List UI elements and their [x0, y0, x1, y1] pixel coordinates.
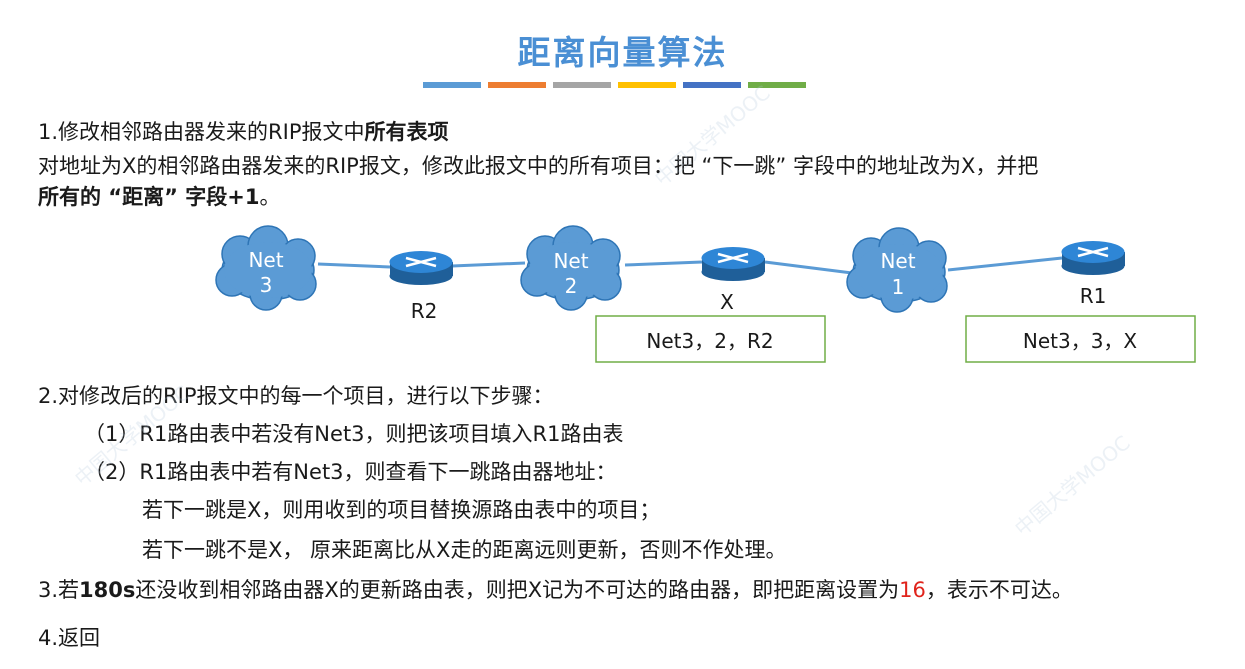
link-net2-x [624, 260, 703, 267]
routing-entry-r1-text: Net3，3，X [1023, 329, 1138, 353]
step-1-bold: 所有表项 [364, 120, 449, 144]
cloud-net3-icon [215, 225, 317, 311]
step-3-suffix: ，表示不可达。 [925, 578, 1073, 602]
step-2-sub-2-case-a: 若下一跳是X，则用收到的项目替换源路由表中的项目； [142, 498, 661, 522]
step-3-prefix: 3.若 [38, 578, 80, 602]
step-2-heading: 2.对修改后的RIP报文中的每一个项目，进行以下步骤： [38, 384, 554, 408]
step-1-detail-cont: 所有的 “距离” 字段+1。 [38, 181, 280, 211]
net1-label-line1: Net [880, 249, 915, 273]
title-underline-bars [423, 82, 806, 88]
title-bar [618, 82, 676, 88]
step-3-unreachable-value: 16 [899, 578, 926, 602]
title-bar [748, 82, 806, 88]
routing-entry-box-r1 [965, 315, 1196, 363]
router-r2-icon [389, 251, 453, 285]
step-1-heading: 1.修改相邻路由器发来的RIP报文中所有表项 [38, 116, 448, 146]
routing-entry-box-x [595, 315, 826, 363]
title-bar [683, 82, 741, 88]
net3-label-line1: Net [248, 248, 283, 272]
step-3-text: 还没收到相邻路由器X的更新路由表，则把X记为不可达的路由器，即把距离设置为 [135, 578, 900, 602]
net2-label-line1: Net [553, 249, 588, 273]
link-net3-r2 [317, 262, 391, 269]
router-x-label: X [720, 290, 734, 314]
router-r1-label: R1 [1080, 284, 1107, 308]
step-2-sub-1: （1）R1路由表中若没有Net3，则把该项目填入R1路由表 [84, 422, 624, 446]
router-r1-icon [1061, 241, 1125, 275]
step-1-text: 1.修改相邻路由器发来的RIP报文中 [38, 120, 365, 144]
step-2-sub-2: （2）R1路由表中若有Net3，则查看下一跳路由器地址： [84, 460, 617, 484]
link-r2-net2 [451, 261, 526, 268]
step-1-bold-distance: 所有的 “距离” 字段+1 [38, 185, 260, 209]
router-x-icon [701, 247, 765, 281]
step-3-line: 3.若180s还没收到相邻路由器X的更新路由表，则把X记为不可达的路由器，即把距… [38, 574, 1073, 604]
cloud-net1-icon [846, 227, 948, 313]
net3-label-line2: 3 [260, 273, 273, 297]
link-net1-r1 [947, 256, 1063, 272]
net2-label-line2: 2 [565, 274, 578, 298]
step-4-line: 4.返回 [38, 626, 101, 650]
routing-entry-x-text: Net3，2，R2 [646, 329, 773, 353]
router-r2-label: R2 [411, 299, 438, 323]
net1-label-line2: 1 [892, 275, 905, 299]
title-bar [553, 82, 611, 88]
step-3-timeout: 180s [79, 578, 136, 602]
link-x-net1 [764, 260, 853, 275]
cloud-net2-icon [520, 225, 622, 311]
title-bar [423, 82, 481, 88]
slide-title: 距离向量算法 [517, 33, 728, 72]
step-1-detail: 对地址为X的相邻路由器发来的RIP报文，修改此报文中的所有项目：把 “下一跳” … [38, 154, 1039, 178]
step-1-suffix: 。 [259, 185, 281, 209]
step-2-sub-2-case-b: 若下一跳不是X， 原来距离比从X走的距离远则更新，否则不作处理。 [142, 538, 787, 562]
title-bar [488, 82, 546, 88]
